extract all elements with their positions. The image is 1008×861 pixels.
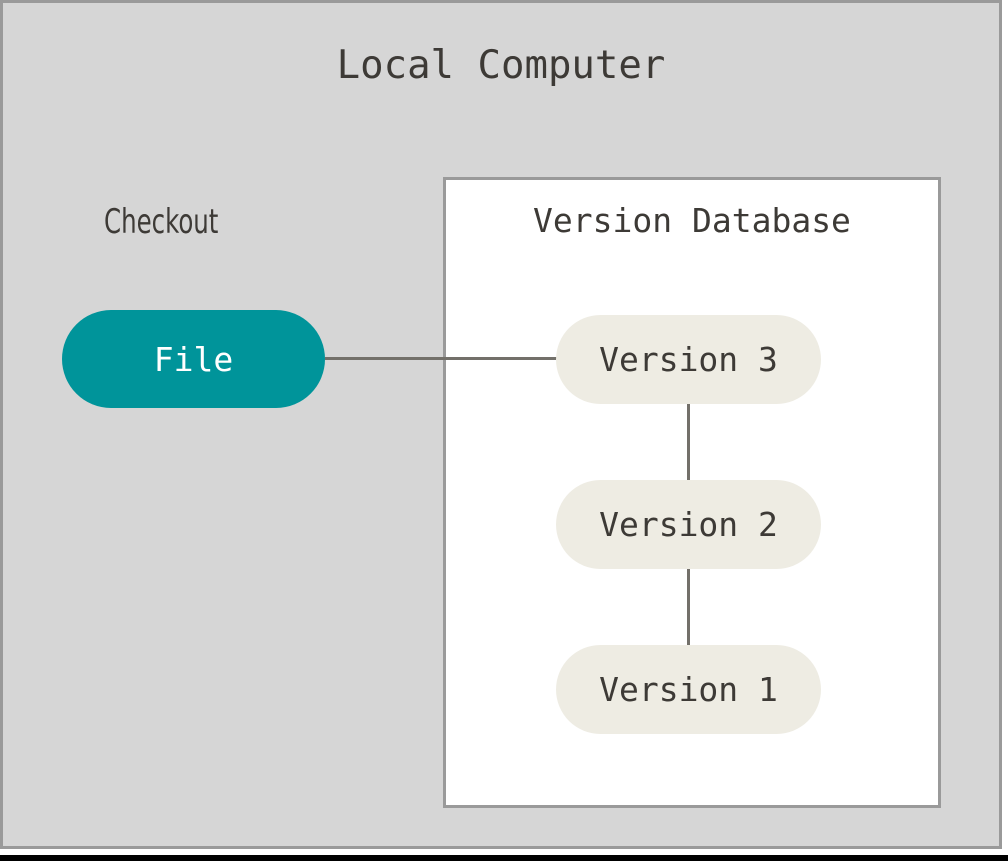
bottom-edge-strip — [0, 855, 1008, 861]
connector-version-2-to-version-1 — [687, 563, 690, 653]
node-file[interactable]: File — [62, 310, 325, 408]
node-version-3[interactable]: Version 3 — [556, 315, 821, 404]
page-title: Local Computer — [336, 43, 666, 88]
node-version-2[interactable]: Version 2 — [556, 480, 821, 569]
version-database-title: Version Database — [533, 201, 851, 240]
connector-version-3-to-version-2 — [687, 398, 690, 488]
checkout-label: Checkout — [104, 202, 219, 242]
connector-file-to-version-3 — [325, 357, 565, 360]
node-version-1[interactable]: Version 1 — [556, 645, 821, 734]
